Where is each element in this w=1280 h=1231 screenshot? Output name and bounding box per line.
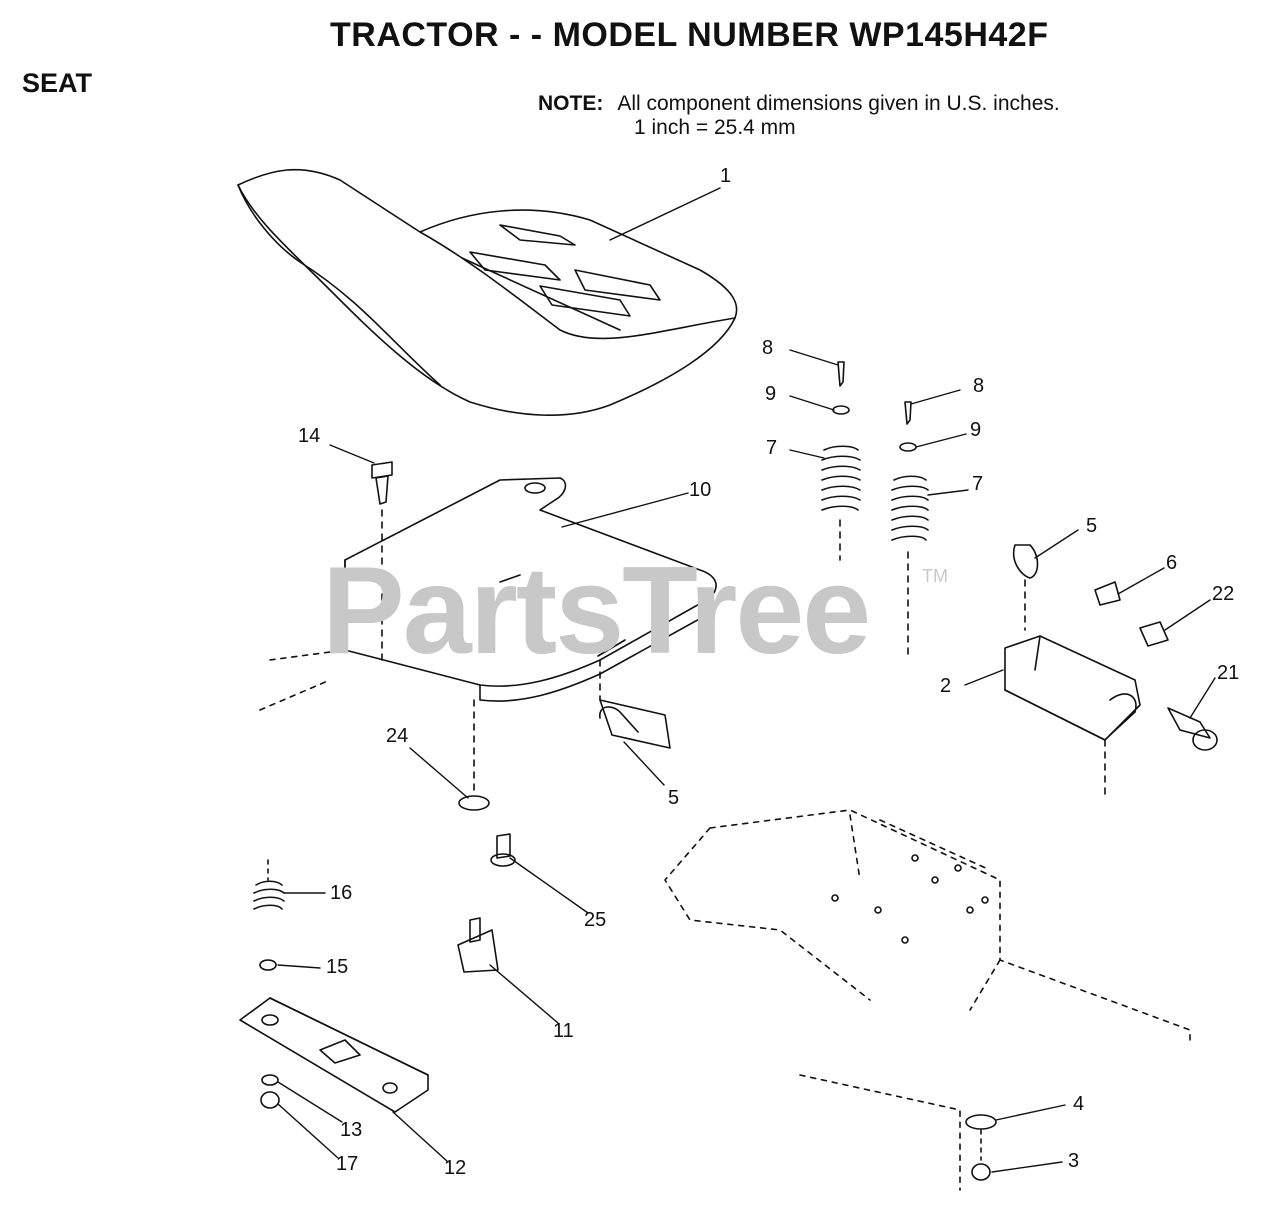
callout-15: 15 (326, 956, 349, 978)
callout-21: 21 (1217, 662, 1240, 684)
callout-25: 25 (584, 909, 607, 931)
latch-part (599, 659, 671, 749)
callout-3: 3 (1068, 1150, 1080, 1172)
callout-9-right: 9 (970, 419, 982, 441)
callout-24: 24 (386, 725, 409, 747)
callout-10: 10 (689, 479, 712, 501)
section-label: SEAT (22, 68, 93, 98)
callout-5-lower: 5 (668, 787, 680, 809)
callout-8: 8 (762, 337, 774, 359)
callout-7-right: 7 (972, 473, 984, 495)
dimension-note: NOTE: All component dimensions given in U… (538, 92, 1060, 140)
callout-6: 6 (1166, 552, 1178, 574)
tractor-frame (259, 649, 1191, 1191)
watermark-trademark: TM (922, 566, 948, 586)
page-title: TRACTOR - - MODEL NUMBER WP145H42F (330, 16, 1049, 54)
spring-assembly-left (821, 361, 861, 561)
spring-assembly-right (891, 401, 929, 661)
frame-holes (831, 854, 989, 944)
callout-4: 4 (1073, 1093, 1085, 1115)
note-label: NOTE: (538, 92, 604, 115)
watermark-text: PartsTree (322, 542, 871, 680)
callout-1: 1 (720, 165, 732, 187)
callout-14: 14 (298, 425, 321, 447)
seat-bracket-part (1004, 544, 1218, 801)
bolt-part (371, 461, 393, 661)
callout-8-right: 8 (973, 375, 985, 397)
callout-5-upper: 5 (1086, 515, 1098, 537)
note-line-2: 1 inch = 25.4 mm (634, 116, 796, 139)
seat-part (237, 168, 738, 417)
callout-22: 22 (1212, 583, 1235, 605)
callout-12: 12 (444, 1157, 467, 1179)
callout-13: 13 (340, 1119, 363, 1141)
callout-16: 16 (330, 882, 353, 904)
knob-parts (458, 699, 516, 867)
lower-hardware (239, 859, 997, 1181)
leader-lines (277, 187, 1216, 1173)
note-line-1: All component dimensions given in U.S. i… (617, 92, 1060, 115)
callout-9: 9 (765, 383, 777, 405)
callout-17: 17 (336, 1153, 359, 1175)
callout-2: 2 (940, 675, 952, 697)
callout-7: 7 (766, 437, 778, 459)
callout-11: 11 (553, 1020, 574, 1042)
